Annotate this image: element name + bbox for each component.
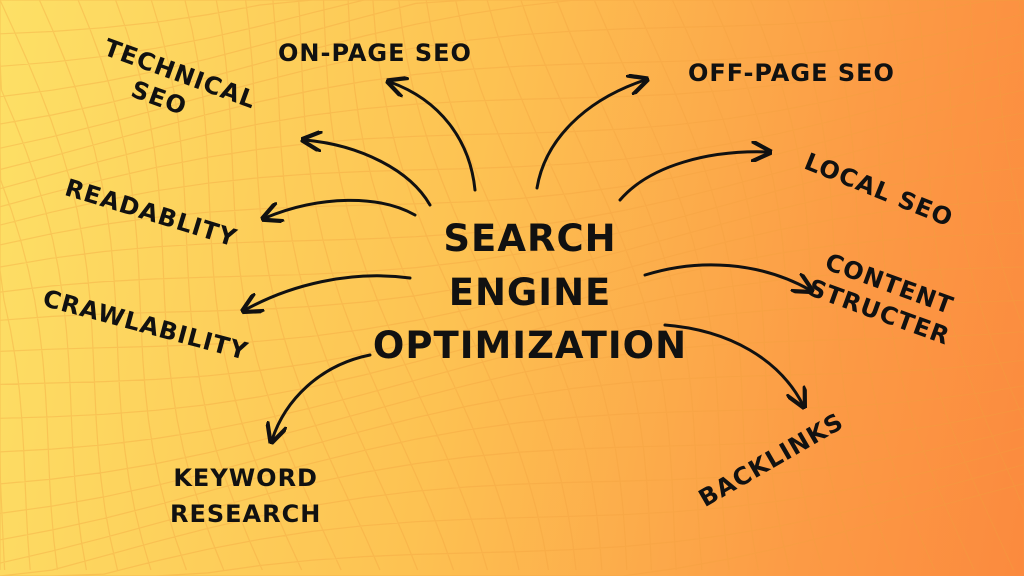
arrow-off-page — [535, 80, 645, 190]
center-line-3: OPTIMIZATION — [372, 324, 688, 368]
keyword-line-1: KEYWORD — [173, 464, 318, 492]
arrow-backlinks — [663, 323, 803, 405]
arrow-readablity — [265, 198, 417, 218]
arrow-keyword — [272, 353, 372, 440]
center-line-1: SEARCH — [443, 217, 617, 260]
label-keyword-research: KEYWORD RESEARCH — [170, 460, 321, 532]
label-off-page-seo: OFF-PAGE SEO — [688, 59, 895, 87]
arrow-on-page — [390, 82, 477, 192]
arrow-crawlability — [245, 274, 412, 310]
center-line-2: ENGINE — [448, 270, 612, 314]
arrow-technical — [305, 140, 432, 207]
label-on-page-seo: ON-PAGE SEO — [278, 39, 472, 67]
keyword-line-2: RESEARCH — [170, 500, 322, 528]
arrow-local — [618, 152, 768, 202]
arrow-content — [643, 263, 810, 290]
central-topic: SEARCH ENGINE OPTIMIZATION — [360, 212, 700, 373]
